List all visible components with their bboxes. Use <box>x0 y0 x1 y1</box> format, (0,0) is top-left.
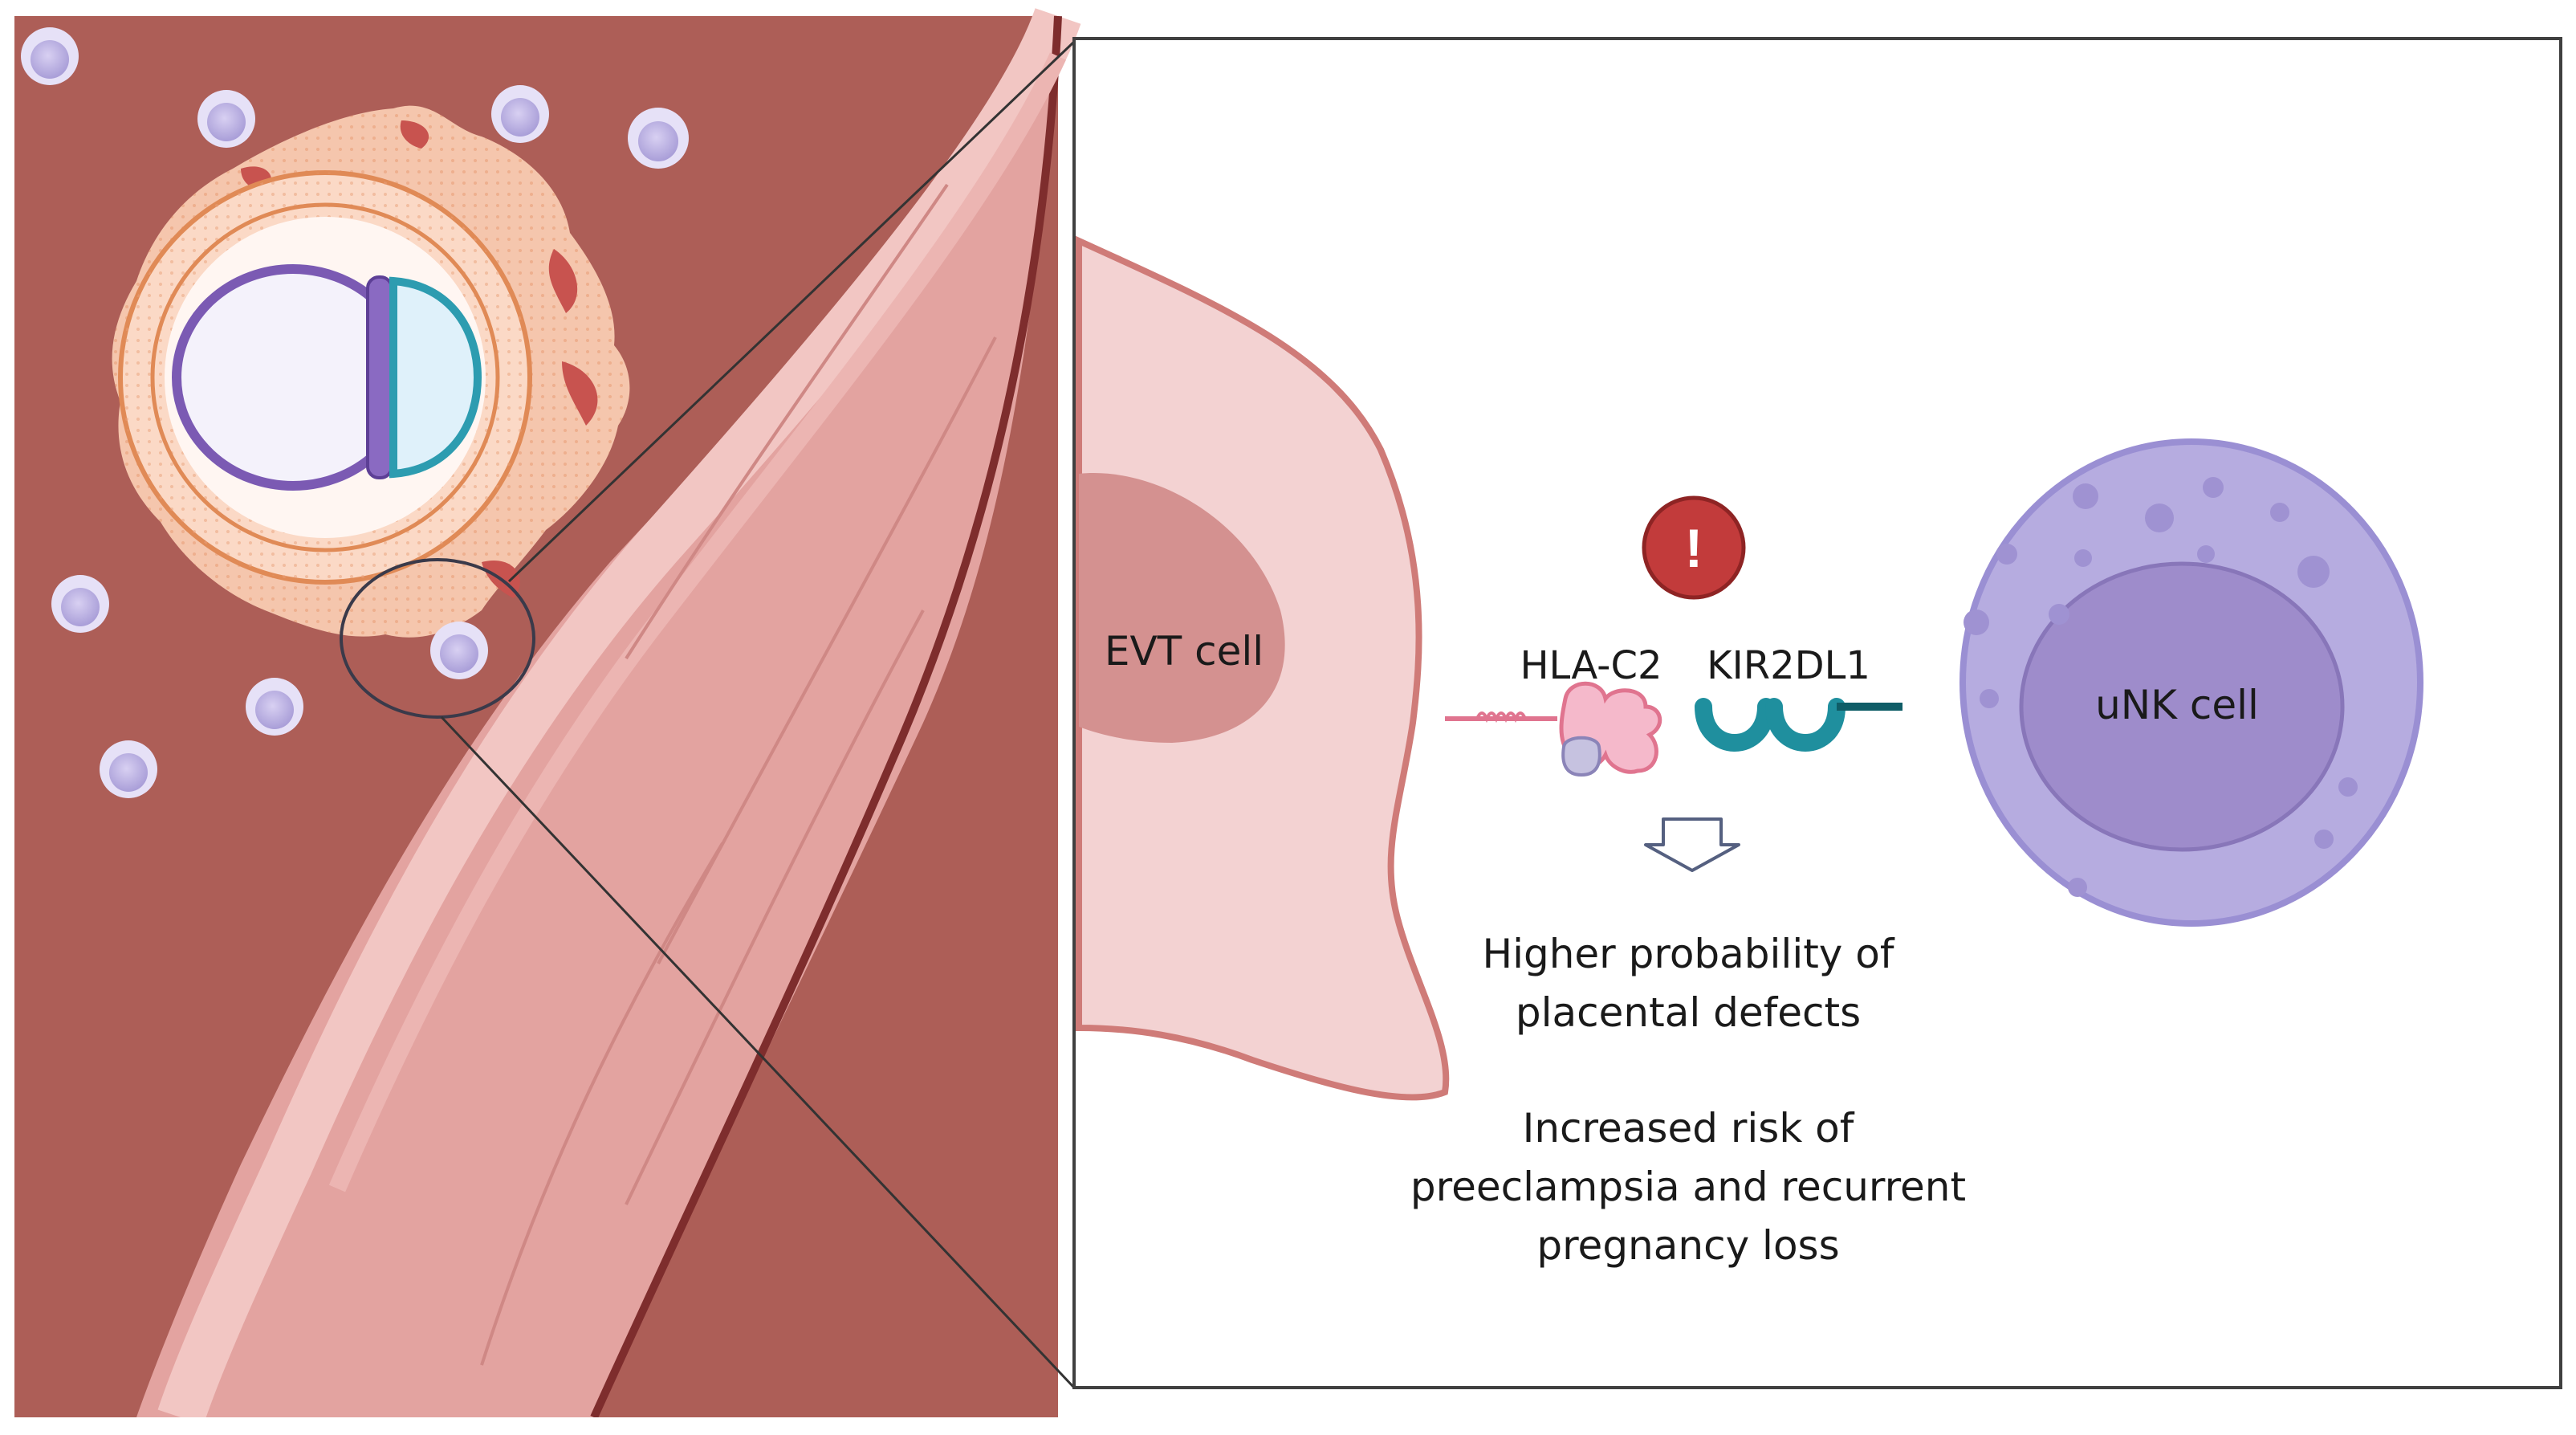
outcome-line-3: Increased risk of <box>1523 1105 1855 1152</box>
outcome-line-5: pregnancy loss <box>1536 1222 1839 1269</box>
myometrium-outer-edge <box>157 7 1081 1425</box>
epiblast-cells <box>389 276 482 479</box>
outcome-text: Higher probability of placental defects … <box>1410 931 1966 1269</box>
immune-cell <box>628 108 689 169</box>
evt-cell-label: EVT cell <box>1105 628 1264 675</box>
warning-symbol: ! <box>1685 518 1703 579</box>
zoom-panel: EVT cell HLA-C2 KIR2DL1 ! <box>1072 37 2562 1389</box>
immune-cell <box>21 27 79 85</box>
kir2dl1-label: KIR2DL1 <box>1707 643 1870 688</box>
immune-cell <box>197 90 255 148</box>
immune-cell <box>100 740 157 798</box>
unk-cell-nucleus <box>2019 561 2345 852</box>
cytoplasmic-granules <box>1964 477 2358 897</box>
warning-icon: ! <box>1642 495 1746 600</box>
kir-domain-2 <box>1765 698 1846 752</box>
immune-cell <box>491 85 549 143</box>
white-gap-bottom <box>0 1417 1068 1435</box>
blastocyst-ring <box>150 202 500 552</box>
immune-cell <box>430 622 488 679</box>
immune-cell <box>51 575 109 633</box>
unk-cell-label: uNK cell <box>2095 682 2259 728</box>
myometrium-inner-edge <box>590 15 1062 1420</box>
granule <box>2074 549 2092 567</box>
outcome-line-4: preeclampsia and recurrent <box>1410 1164 1966 1210</box>
muscle-fiber <box>625 183 949 660</box>
granule <box>1980 689 1999 708</box>
granule <box>2068 878 2087 897</box>
hla-c2-label: HLA-C2 <box>1520 643 1662 688</box>
muscle-fiber <box>625 609 925 1205</box>
syncytium-patch <box>400 120 429 149</box>
immune-cell <box>246 678 303 736</box>
down-arrow-icon <box>1644 817 1740 872</box>
transmembrane-coil <box>1475 711 1527 724</box>
syncytium-patch <box>562 361 598 426</box>
unk-cell: uNK cell <box>1959 438 2423 927</box>
blastocyst <box>112 105 630 638</box>
beta2-microglobulin <box>1561 736 1601 777</box>
white-gap-left <box>0 0 14 1435</box>
granule <box>2314 830 2334 849</box>
granule <box>2049 604 2069 625</box>
granule <box>1964 609 1989 635</box>
zoom-region-circle <box>340 558 535 719</box>
muscle-fiber <box>480 842 724 1366</box>
hla-c2-molecule <box>1445 681 1662 777</box>
zoom-connector-top <box>507 40 1076 583</box>
granule <box>2203 477 2224 498</box>
granule <box>1996 544 2017 565</box>
outcome-line-1: Higher probability of <box>1483 931 1895 977</box>
inner-cell-mass <box>366 275 393 479</box>
granule <box>2297 556 2330 588</box>
myometrium-highlight <box>328 52 1066 1192</box>
granule <box>2338 777 2358 797</box>
outcome-line-2: placental defects <box>1516 989 1861 1036</box>
zoom-connector-bottom <box>440 715 1076 1389</box>
syncytium-patch <box>548 249 578 313</box>
uterine-tissue-panel <box>0 0 1081 1435</box>
immune-cells <box>21 27 689 798</box>
kir-domain-1 <box>1695 698 1775 752</box>
granule <box>2197 545 2215 563</box>
granule <box>2073 483 2098 509</box>
kir2dl1-receptor <box>1695 698 1902 752</box>
granule <box>2270 503 2289 522</box>
evt-cell-nucleus <box>1079 473 1285 743</box>
granule <box>2145 503 2174 532</box>
